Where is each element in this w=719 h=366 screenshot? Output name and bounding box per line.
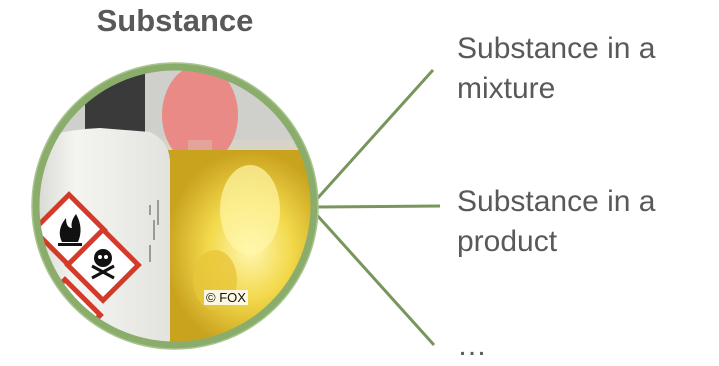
connector-line-ellipsis: [316, 214, 434, 345]
branch-label-ellipsis: …: [457, 331, 487, 361]
branch-label-mixture: Substance in a mixture: [457, 29, 719, 109]
connector-line-product: [318, 206, 440, 207]
branch-label-product: Substance in a product: [457, 182, 719, 262]
diagram-title: Substance: [0, 3, 350, 39]
connector-line-mixture: [316, 70, 433, 200]
photo-credit: © FOX: [204, 290, 248, 305]
connector-lines: [316, 70, 440, 345]
